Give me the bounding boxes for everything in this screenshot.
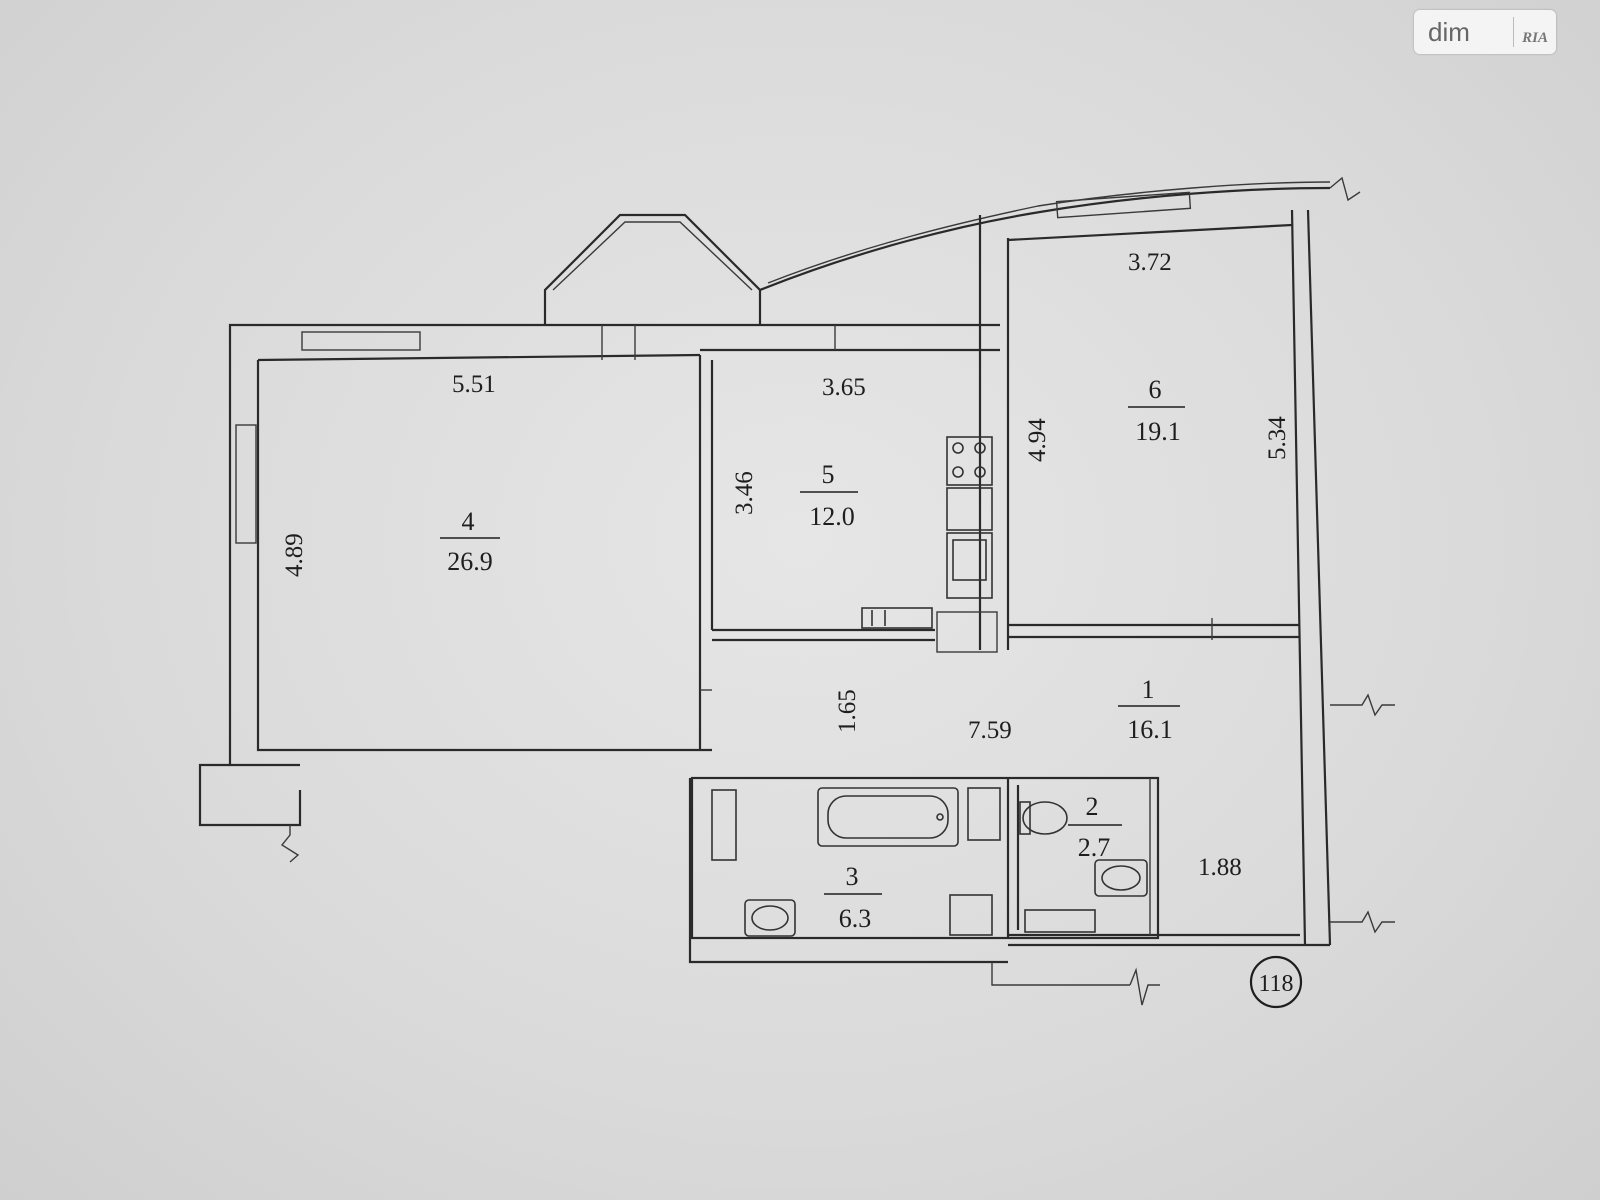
outer-walls (198, 176, 1395, 1006)
dim-hall-length: 7.59 (968, 717, 1012, 744)
room-label-1: 1 16.1 (1118, 675, 1180, 744)
room-area: 16.1 (1127, 715, 1173, 744)
radiator-icon (861, 607, 933, 629)
dim-room6-width: 3.72 (1128, 249, 1172, 276)
dim-room4-height: 4.89 (281, 533, 308, 577)
room-area: 26.9 (447, 547, 493, 576)
room-area: 6.3 (839, 904, 872, 933)
room-number: 5 (822, 460, 835, 489)
dim-room6-height-right: 5.34 (1264, 416, 1291, 460)
kitchen-fixtures (861, 436, 993, 629)
bathroom-fixtures (711, 787, 1148, 937)
room-label-3: 3 6.3 (824, 862, 882, 933)
dim-hall-depth: 1.65 (834, 689, 861, 733)
watermark-logo: dim RIA (1414, 10, 1556, 54)
watermark-ria-text: RIA (1513, 17, 1548, 47)
bathtub-icon (817, 787, 959, 847)
room-number: 6 (1149, 375, 1162, 404)
watermark-dim-text: dim (1428, 16, 1470, 47)
room-number: 3 (846, 862, 859, 891)
toilet-icon (1022, 801, 1068, 835)
dim-room5-height: 3.46 (731, 471, 758, 515)
plan-marker-label: 118 (1258, 971, 1293, 997)
dimension-labels: 5.51 3.65 3.72 4.89 3.46 4.94 5.34 1.65 … (281, 249, 1291, 881)
room-label-5: 5 12.0 (800, 460, 858, 531)
plan-marker: 118 (1249, 955, 1303, 1009)
room-area: 19.1 (1135, 417, 1181, 446)
dim-room5-width: 3.65 (822, 374, 866, 401)
wc-sink-icon (1094, 859, 1148, 897)
room-number: 4 (462, 507, 475, 536)
dim-room6-height-left: 4.94 (1024, 418, 1051, 462)
dim-hall-end-width: 1.88 (1198, 854, 1242, 881)
room-number: 1 (1142, 675, 1155, 704)
room-area: 12.0 (809, 502, 855, 531)
room-label-6: 6 19.1 (1128, 375, 1185, 446)
washing-machine-icon (711, 789, 737, 861)
dim-room4-width: 5.51 (452, 371, 496, 398)
sink-icon (946, 532, 993, 599)
stove-icon (946, 436, 993, 486)
room-number: 2 (1086, 792, 1099, 821)
interior-walls (601, 325, 1300, 940)
room-area: 2.7 (1078, 833, 1111, 862)
room-label-2: 2 2.7 (1068, 792, 1122, 862)
bath-sink-icon (744, 899, 796, 937)
room-label-4: 4 26.9 (440, 507, 500, 576)
